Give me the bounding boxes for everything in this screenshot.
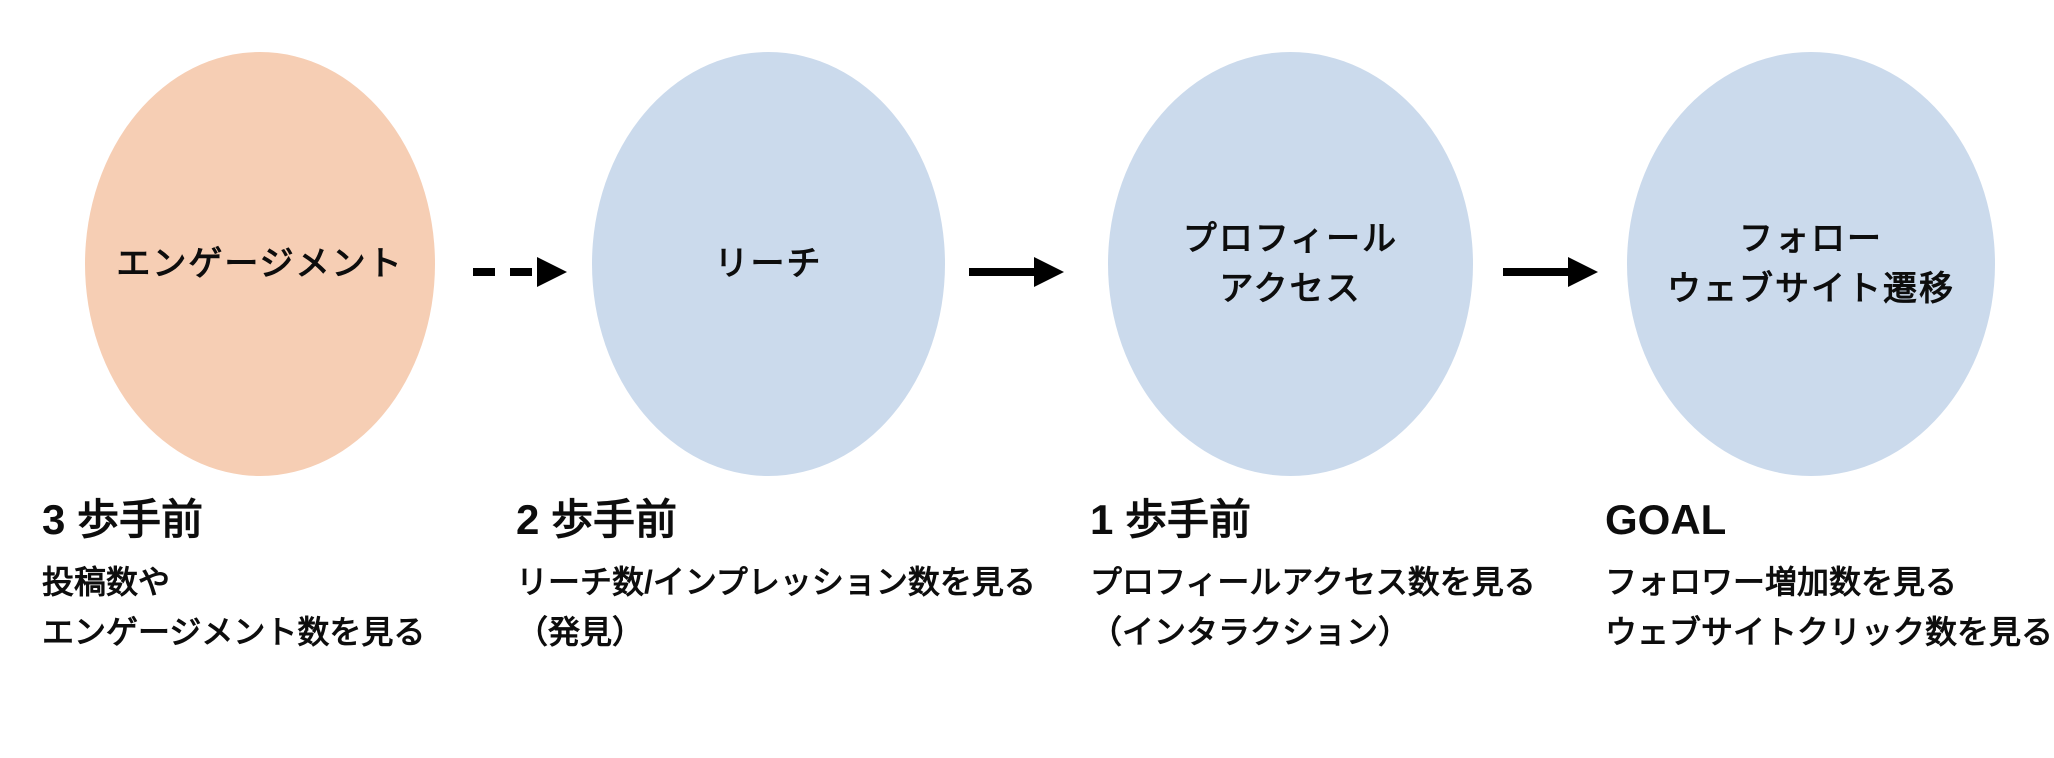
- ellipse-line-1: リーチ: [714, 245, 823, 283]
- step-note-1: プロフィールアクセス数を見る: [1090, 564, 1536, 601]
- step-note-1: フォロワー増加数を見る: [1605, 564, 1958, 601]
- step-title: GOAL: [1605, 496, 1727, 543]
- stage-ellipse-engagement: エンゲージメント: [85, 52, 435, 476]
- solid-arrow-icon: [969, 257, 1064, 287]
- ellipse-line-1: プロフィール: [1182, 220, 1399, 258]
- stage-ellipse-label: リーチ: [715, 239, 823, 289]
- stage-ellipse-follow-website: フォロー ウェブサイト遷移: [1627, 52, 1995, 476]
- caption-stage-3-steps-before: 3 歩手前 投稿数や エンゲージメント数を見る: [42, 496, 426, 657]
- step-title: 2 歩手前: [516, 496, 678, 543]
- step-note-2: （発見）: [516, 614, 645, 651]
- step-note-2: エンゲージメント数を見る: [42, 614, 426, 651]
- solid-arrow-icon: [1503, 257, 1598, 287]
- stage-ellipse-label: プロフィール アクセス: [1183, 214, 1398, 314]
- caption-stage-2-steps-before: 2 歩手前 リーチ数/インプレッション数を見る （発見）: [516, 496, 1036, 657]
- stage-ellipse-label: エンゲージメント: [116, 239, 403, 289]
- stage-ellipse-reach: リーチ: [592, 52, 945, 476]
- ellipse-line-2: アクセス: [1219, 270, 1362, 308]
- step-note-1: リーチ数/インプレッション数を見る: [516, 564, 1036, 601]
- stage-ellipse-label: フォロー ウェブサイト遷移: [1667, 214, 1955, 314]
- dashed-arrow-icon: [473, 257, 567, 287]
- caption-stage-1-step-before: 1 歩手前 プロフィールアクセス数を見る （インタラクション）: [1090, 496, 1536, 657]
- stage-ellipse-profile-access: プロフィール アクセス: [1108, 52, 1473, 476]
- step-note-2: （インタラクション）: [1090, 614, 1411, 651]
- ellipse-line-1: エンゲージメント: [116, 245, 404, 283]
- step-note-2: ウェブサイトクリック数を見る: [1605, 614, 2054, 651]
- step-note-1: 投稿数や: [42, 564, 171, 601]
- step-title: 1 歩手前: [1090, 496, 1252, 543]
- ellipse-line-1: フォロー: [1739, 220, 1883, 258]
- caption-stage-goal: GOAL フォロワー増加数を見る ウェブサイトクリック数を見る: [1605, 496, 2054, 657]
- ellipse-line-2: ウェブサイト遷移: [1667, 270, 1955, 308]
- step-title: 3 歩手前: [42, 496, 204, 543]
